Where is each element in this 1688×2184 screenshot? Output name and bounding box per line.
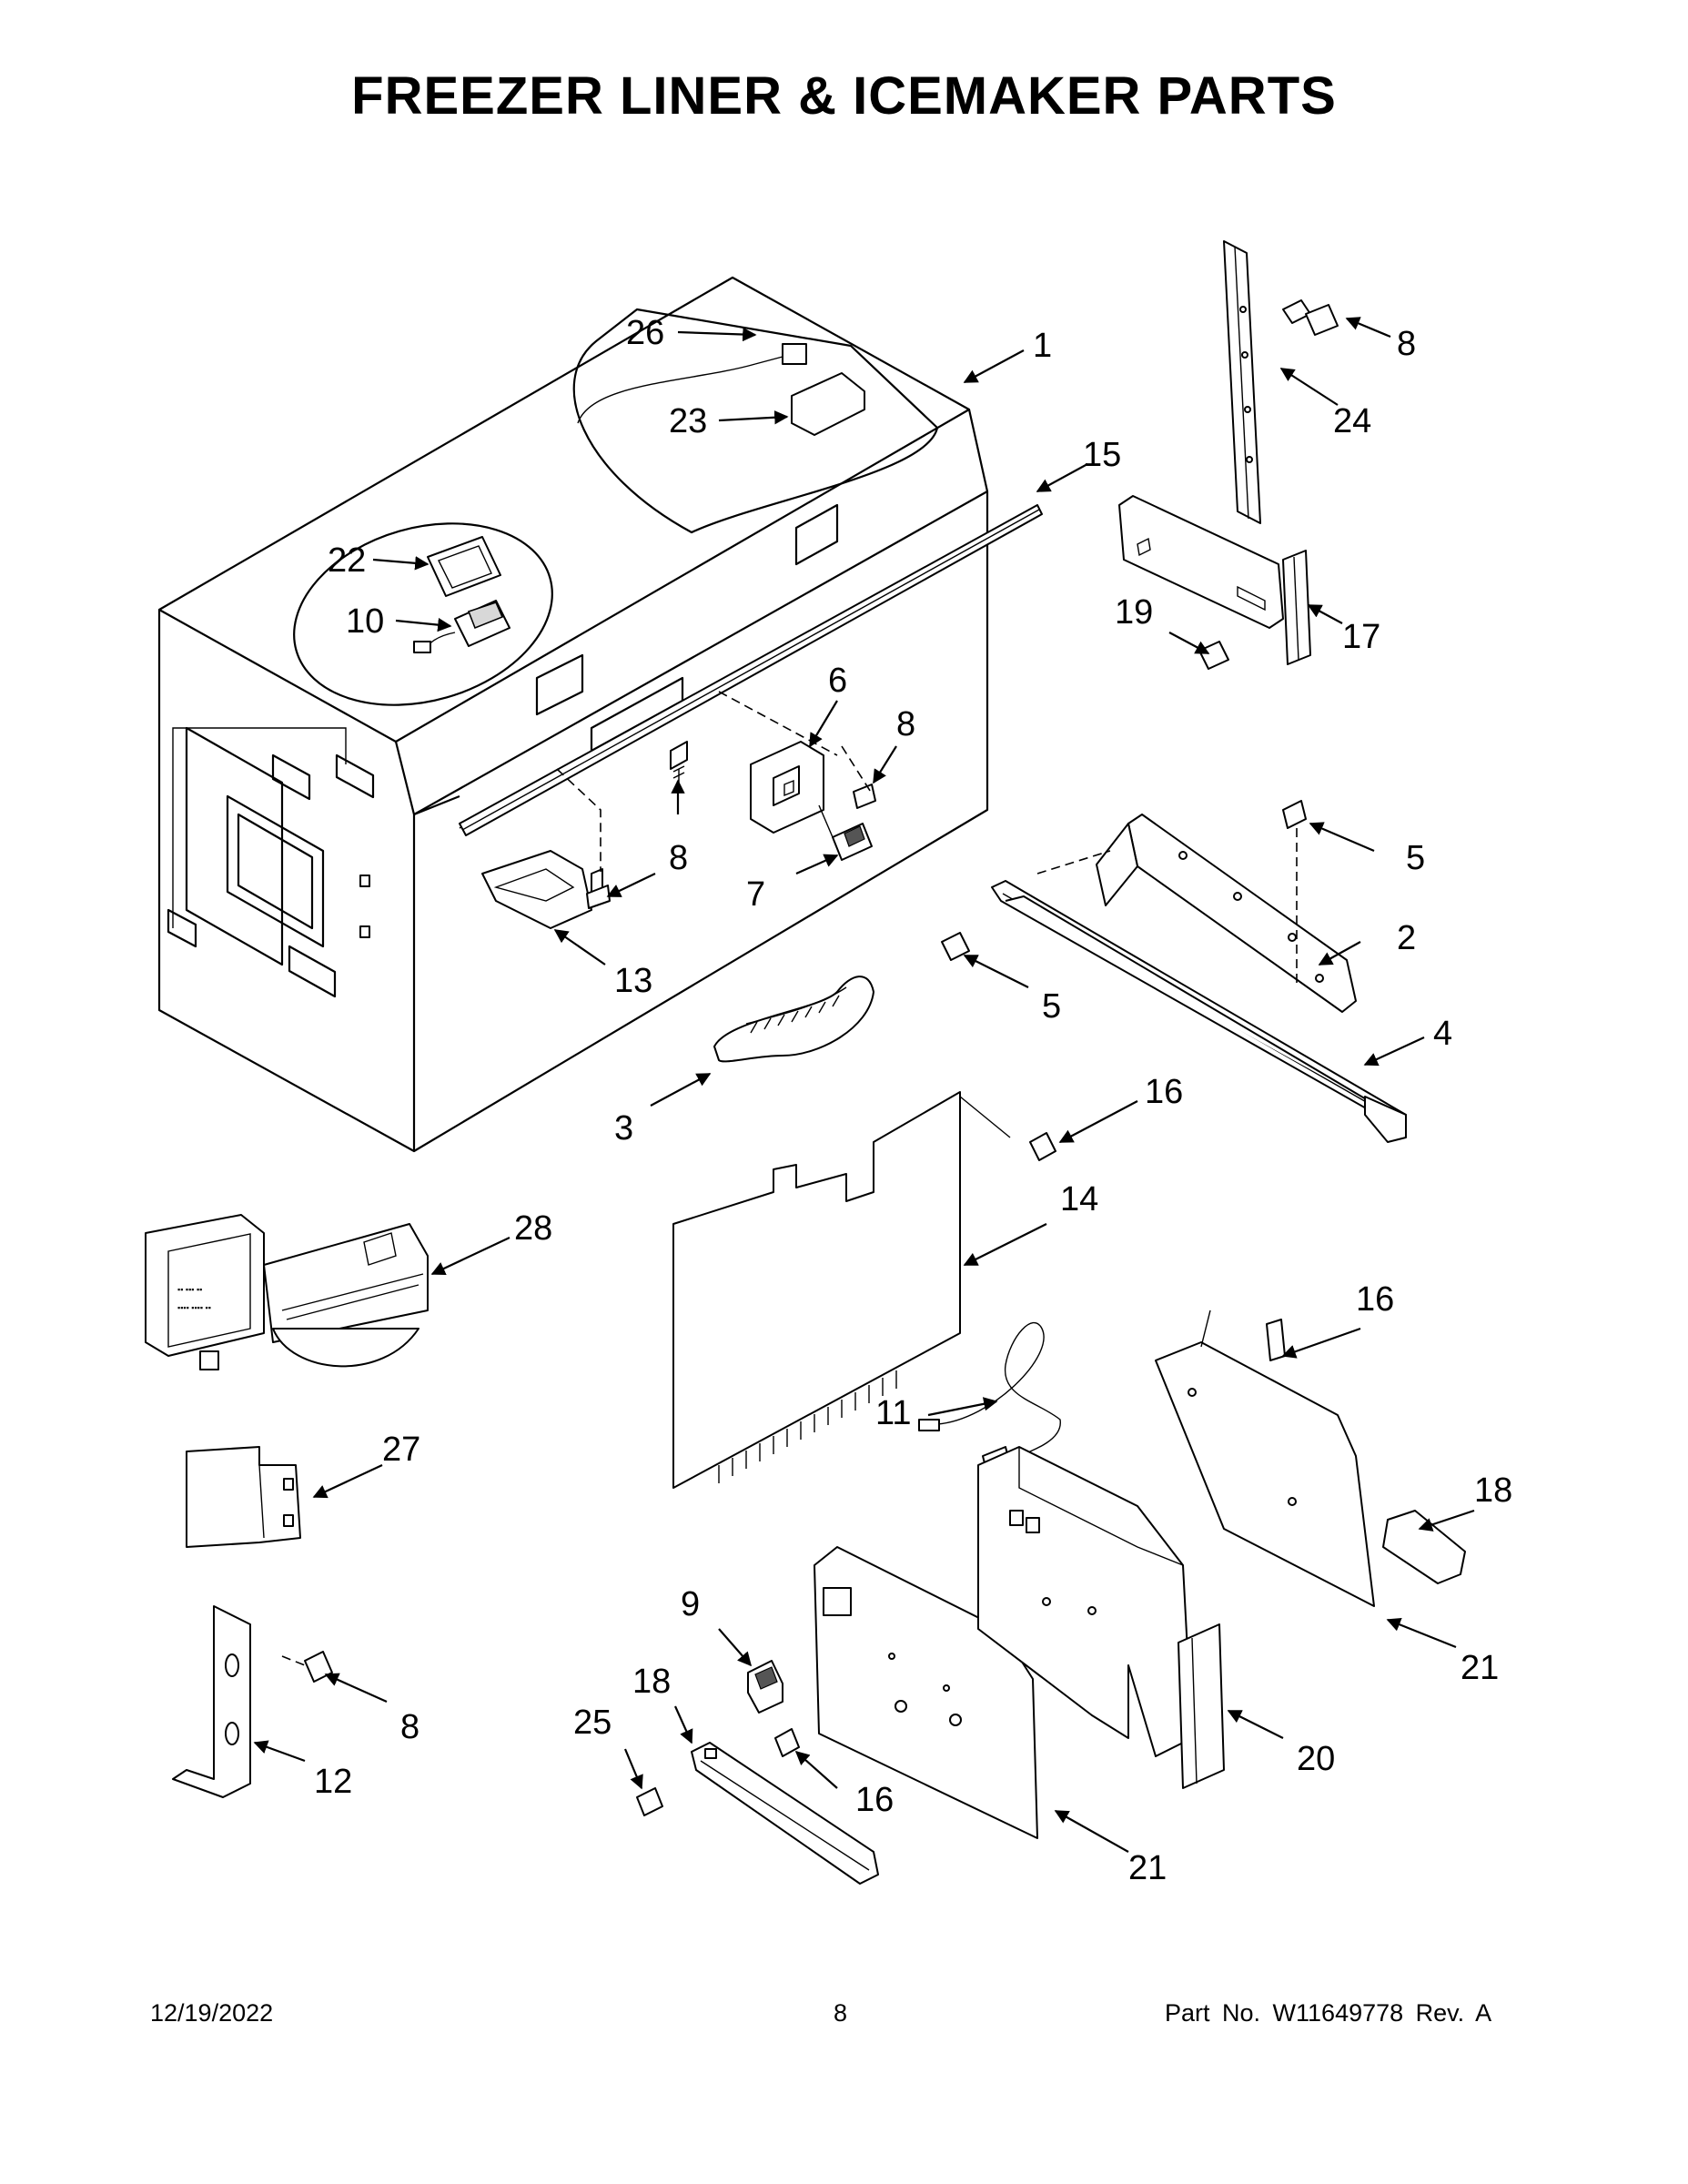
bracket-part — [1118, 495, 1284, 629]
trim-strip-part — [459, 504, 1043, 836]
callout-20: 20 — [1297, 1740, 1335, 1778]
callout-8-liner: 8 — [669, 839, 688, 877]
switch-part — [747, 1660, 783, 1714]
callout-5-top: 5 — [1406, 839, 1425, 877]
callout-24: 24 — [1333, 402, 1371, 440]
slide-part — [691, 1742, 879, 1885]
screw-part — [1198, 641, 1229, 670]
callout-16-center: 16 — [1145, 1073, 1183, 1111]
callout-3: 3 — [614, 1109, 633, 1148]
leader-arrows — [253, 317, 1475, 1853]
callout-16-right: 16 — [1356, 1280, 1394, 1319]
callout-8-left: 8 — [400, 1708, 419, 1746]
callout-5-mid: 5 — [1042, 987, 1061, 1026]
mount-bracket-part — [172, 1605, 251, 1798]
callout-1: 1 — [1033, 327, 1052, 365]
slide-bracket-part — [1096, 814, 1357, 1013]
housing-part — [977, 1446, 1193, 1757]
callout-11: 11 — [875, 1394, 911, 1432]
callout-10: 10 — [346, 602, 384, 641]
page-title: FREEZER LINER & ICEMAKER PARTS — [351, 66, 1337, 126]
screw-part — [841, 745, 876, 809]
callout-2: 2 — [1397, 919, 1416, 957]
callout-16-bottom: 16 — [855, 1781, 894, 1819]
screw-part — [941, 932, 970, 961]
callout-4: 4 — [1433, 1015, 1452, 1053]
callout-15: 15 — [1083, 436, 1121, 474]
screw-part — [774, 1728, 800, 1757]
callout-7: 7 — [746, 875, 765, 914]
callout-26: 26 — [626, 314, 664, 352]
footer-part-number: Part No. W11649778 Rev. A — [1165, 1999, 1492, 2027]
callout-8-top: 8 — [1397, 325, 1416, 363]
cover-part — [1178, 1623, 1225, 1789]
footer-page-number: 8 — [834, 1999, 848, 2027]
screw-part — [281, 1651, 333, 1683]
callout-14: 14 — [1060, 1180, 1098, 1218]
screw-part — [1029, 1132, 1056, 1161]
callout-labels: 1 26 23 15 22 10 8 24 19 17 6 8 8 7 13 5… — [314, 314, 1512, 1887]
callout-17: 17 — [1342, 618, 1380, 656]
pad-part — [427, 536, 501, 597]
control-board-part — [413, 600, 510, 653]
screw-part — [636, 1787, 663, 1816]
callout-21-bottom: 21 — [1128, 1849, 1167, 1887]
cover-part — [791, 372, 865, 436]
slide-rail-part — [991, 880, 1407, 1143]
sensor-part — [577, 343, 807, 424]
callout-25: 25 — [573, 1704, 612, 1742]
handle-part — [713, 976, 874, 1063]
callout-12: 12 — [314, 1763, 352, 1801]
rail-part — [1223, 240, 1261, 524]
screw-part — [1282, 800, 1307, 983]
screw-part — [670, 741, 688, 784]
bracket-part — [718, 691, 838, 838]
callout-27: 27 — [382, 1431, 420, 1469]
svg-text:▪▪▪▪ ▪▪▪▪ ▪▪: ▪▪▪▪ ▪▪▪▪ ▪▪ — [177, 1303, 211, 1312]
callout-9: 9 — [681, 1585, 700, 1623]
callout-19: 19 — [1115, 593, 1153, 632]
wire-harness-part — [918, 1321, 1061, 1475]
icemaker-part: ▪▪ ▪▪▪ ▪▪ ▪▪▪▪ ▪▪▪▪ ▪▪ — [145, 1214, 429, 1370]
callout-21-right: 21 — [1461, 1649, 1499, 1687]
callout-18-right: 18 — [1474, 1471, 1512, 1510]
slide-part — [1382, 1510, 1466, 1584]
callout-13: 13 — [614, 962, 652, 1000]
mounting-plate-part — [1155, 1309, 1375, 1607]
callout-18-left: 18 — [632, 1663, 671, 1701]
bracket-part — [186, 1446, 301, 1548]
callout-8-bracket: 8 — [896, 705, 915, 743]
cover-panel-part — [672, 1091, 1011, 1489]
screw-part — [1282, 299, 1339, 336]
callout-28: 28 — [514, 1209, 552, 1248]
switch-part — [832, 823, 873, 861]
svg-text:▪▪ ▪▪▪ ▪▪: ▪▪ ▪▪▪ ▪▪ — [177, 1285, 202, 1294]
bracket-part — [481, 768, 611, 929]
callout-22: 22 — [328, 541, 366, 580]
freezer-liner-part — [157, 276, 989, 1153]
trim-part — [1282, 550, 1311, 665]
callout-6: 6 — [828, 662, 847, 700]
footer-date: 12/19/2022 — [150, 1999, 274, 2027]
callout-23: 23 — [669, 402, 707, 440]
screw-part — [1266, 1319, 1286, 1361]
